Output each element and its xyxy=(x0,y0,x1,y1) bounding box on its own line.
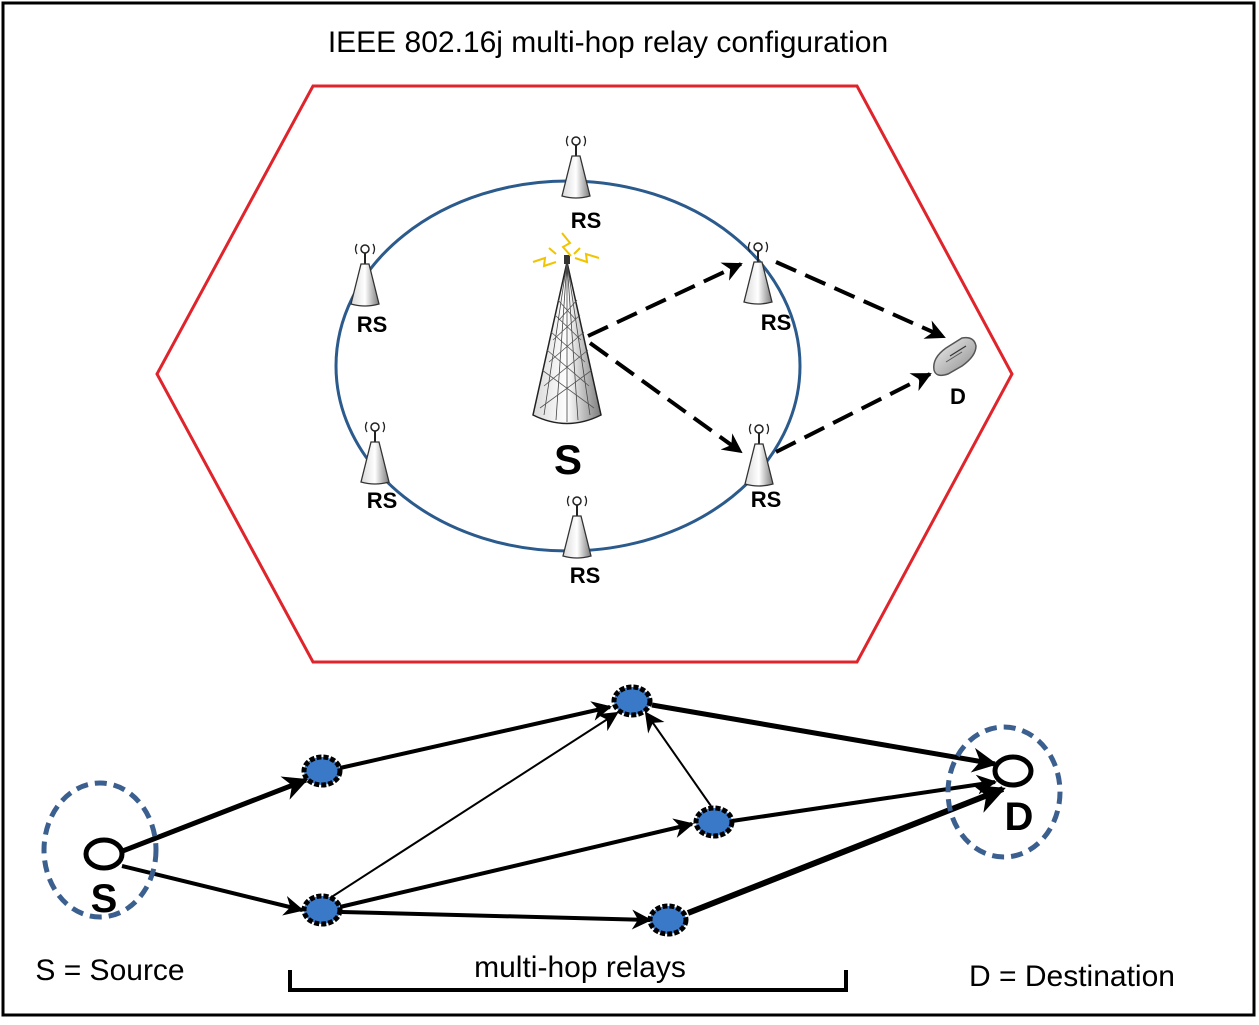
link-s-to-r1 xyxy=(119,776,309,855)
base-station-tower-icon xyxy=(532,255,602,425)
relay-antenna-icon xyxy=(350,243,380,307)
relay-nodes xyxy=(301,684,735,937)
top-destination-label: D xyxy=(950,384,966,409)
top-source-label: S xyxy=(554,436,582,483)
legend-relays: multi-hop relays xyxy=(474,951,686,984)
relay-station-upper-left: RS xyxy=(350,243,388,337)
link-s-to-rs-upper-right xyxy=(587,262,743,338)
cell-hexagon xyxy=(155,84,1014,664)
relay-antenna-icon xyxy=(562,495,592,559)
relay-antenna-icon xyxy=(743,241,773,305)
relay-label: RS xyxy=(571,208,602,233)
legend-destination: D = Destination xyxy=(969,960,1175,993)
relay-node-r2 xyxy=(301,893,343,927)
link-r1-to-r3 xyxy=(339,701,612,770)
relay-station-bottom: RS xyxy=(562,495,601,588)
relay-label: RS xyxy=(751,487,782,512)
relay-station-top: RS xyxy=(561,135,602,233)
relay-station-upper-right: RS xyxy=(743,241,792,335)
relay-node-r4 xyxy=(693,805,735,839)
relay-antenna-icon xyxy=(360,421,390,485)
relay-label: RS xyxy=(367,488,398,513)
relay-node-r3 xyxy=(611,684,653,718)
link-rs-lower-right-to-d xyxy=(775,372,932,454)
link-r3-to-d xyxy=(651,702,998,773)
top-links xyxy=(587,260,946,454)
link-r4-to-d xyxy=(731,774,997,823)
relay-label: RS xyxy=(570,563,601,588)
source-node xyxy=(83,837,125,871)
relay-antenna-icon xyxy=(561,135,591,199)
mobile-phone-icon xyxy=(933,336,977,377)
relays-bracket xyxy=(288,970,848,992)
relay-stations: RS RS RS RS RS RS xyxy=(350,135,792,588)
link-r4-to-r3 xyxy=(644,711,712,807)
legend-source: S = Source xyxy=(35,954,184,987)
relay-node-r5 xyxy=(647,903,689,937)
diagram-title: IEEE 802.16j multi-hop relay configurati… xyxy=(328,26,888,59)
relay-station-lower-left: RS xyxy=(360,421,398,513)
relay-node-r1 xyxy=(301,754,343,788)
relay-label: RS xyxy=(357,312,388,337)
bottom-destination-label: D xyxy=(1005,795,1034,839)
relay-station-lower-right: RS xyxy=(744,423,782,512)
destination-node xyxy=(992,754,1034,788)
signal-lightning-icon xyxy=(532,232,600,268)
link-r2-to-r4 xyxy=(339,818,694,909)
relay-label: RS xyxy=(761,310,792,335)
bottom-source-label: S xyxy=(91,877,118,921)
link-r2-to-r3 xyxy=(329,711,619,899)
destination-dashed-ring xyxy=(945,724,1063,860)
link-r2-to-r5 xyxy=(341,909,652,930)
source-dashed-ring xyxy=(41,780,159,920)
relay-antenna-icon xyxy=(744,423,774,487)
